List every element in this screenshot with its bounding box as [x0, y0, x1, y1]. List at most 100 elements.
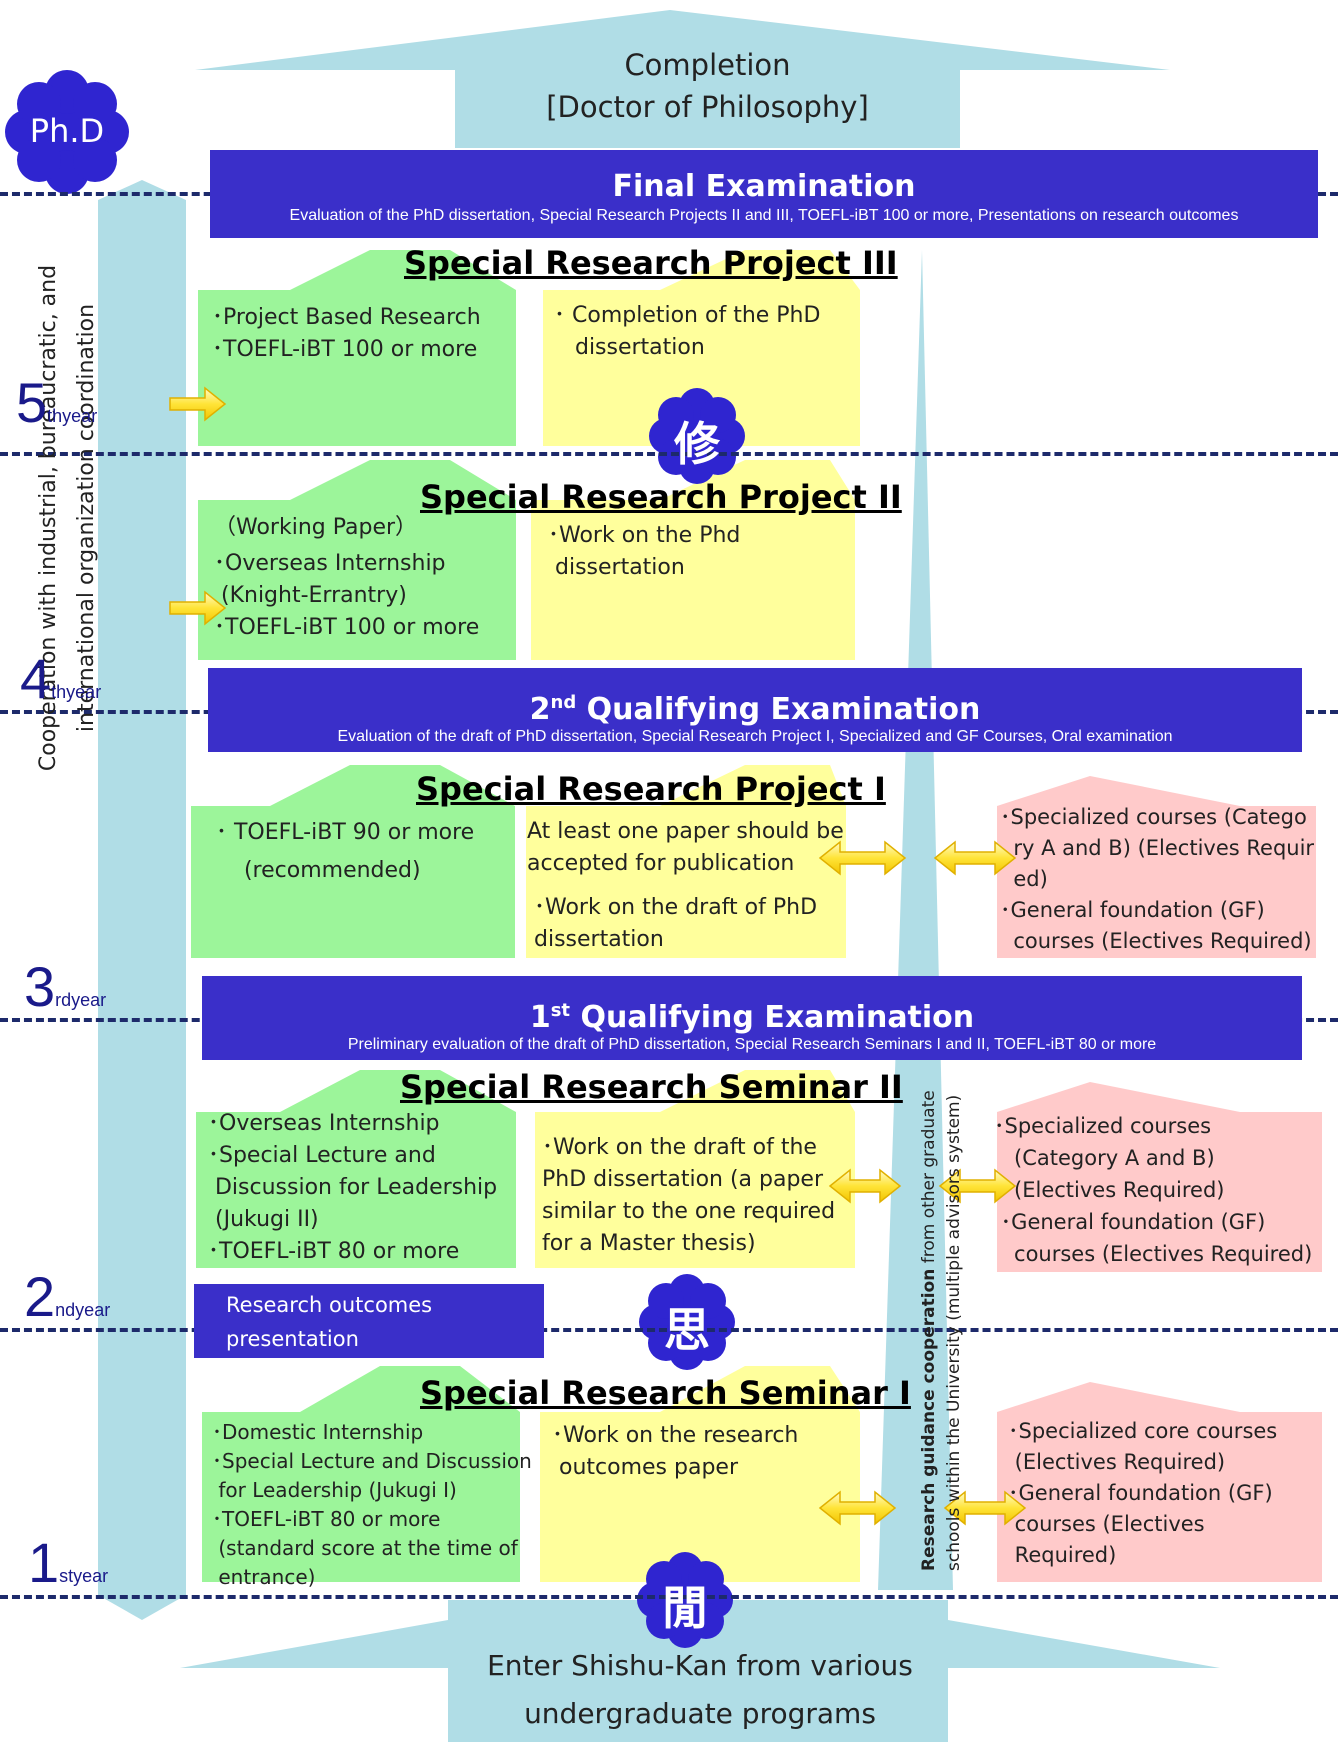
list-item: ･Work on the draft of the	[542, 1135, 817, 1160]
list-item: ･Domestic Internship	[212, 1420, 424, 1444]
enter-arrow	[180, 1600, 1220, 1742]
list-item: (Jukugi II)	[208, 1207, 319, 1232]
yellow-arrow-s1-right	[943, 1490, 1027, 1526]
list-item: ･Overseas Internship	[208, 1111, 440, 1136]
title-rest: Qualifying Examination	[570, 1000, 975, 1035]
list-item: dissertation	[548, 555, 685, 580]
p2-green-text: （Working Paper） ･Overseas Internship (Kn…	[214, 512, 479, 644]
list-item: ed)	[1000, 867, 1048, 891]
year-number: 2	[24, 1265, 56, 1328]
list-item: ･Work on the Phd	[548, 523, 741, 548]
year-suffix: styear	[59, 1566, 109, 1586]
left-vertical-line2: international organization coordination	[74, 303, 99, 733]
right-vertical-line2: schools within the University (multiple …	[944, 1094, 964, 1571]
s2-yellow-box	[535, 1070, 855, 1268]
yellow-arrow-5th	[169, 386, 227, 422]
list-item: ･Project Based Research	[212, 305, 481, 330]
p1-pink-text: ･Specialized courses (Catego ry A and B)…	[1000, 802, 1314, 957]
research-outcomes-line1: Research outcomes	[226, 1293, 433, 1317]
p2-title: Special Research Project II	[420, 478, 902, 516]
enter-line2: undergraduate programs	[524, 1697, 876, 1730]
yellow-arrow-4th	[169, 590, 227, 626]
s2-title: Special Research Seminar II	[400, 1068, 903, 1106]
p1-pink-box	[997, 776, 1316, 958]
left-cooperation-arrow	[98, 180, 186, 1620]
completion-line1: Completion	[624, 48, 791, 82]
list-item: （Working Paper）	[214, 515, 418, 540]
kanji-1: 修	[674, 417, 720, 471]
p1-title: Special Research Project I	[416, 770, 886, 808]
second-qualifying-sub: Evaluation of the draft of PhD dissertat…	[337, 728, 1173, 745]
list-item: for Leadership (Jukugi I)	[212, 1478, 457, 1502]
kanji-flower-1	[649, 388, 745, 484]
p1-green-text: ･ TOEFL-iBT 90 or more (recommended)	[216, 814, 474, 890]
list-item: ･Specialized core courses	[1008, 1419, 1278, 1443]
completion-line2: [Doctor of Philosophy]	[546, 90, 869, 124]
year-label-4: 4thyear	[20, 646, 101, 711]
list-item: ･General foundation (GF)	[1008, 1481, 1273, 1505]
year-number: 5	[16, 371, 48, 434]
list-item: (Electives Required)	[994, 1178, 1225, 1202]
list-item: similar to the one required	[542, 1199, 836, 1224]
list-item: ･Specialized courses (Catego	[1000, 805, 1307, 829]
list-item: (Knight-Errantry)	[214, 583, 407, 608]
list-item: ･Overseas Internship	[214, 551, 446, 576]
list-item: Required)	[1008, 1543, 1117, 1567]
list-item: ry A and B) (Electives Requir	[1000, 836, 1315, 860]
kanji-flower-3	[637, 1552, 733, 1648]
p1-green-box	[191, 765, 515, 958]
list-item: ･General foundation (GF)	[994, 1210, 1266, 1234]
year-suffix: rdyear	[55, 990, 107, 1010]
list-item: ･TOEFL-iBT 80 or more	[212, 1507, 441, 1531]
list-item: ･TOEFL-iBT 80 or more	[208, 1239, 460, 1264]
p3-yellow-text: ･ Completion of the PhD dissertation	[554, 300, 820, 364]
year-number: 1	[28, 1531, 60, 1594]
left-vertical-line1: Cooperation with industrial, bureaucrati…	[36, 264, 61, 772]
title-number: 1	[529, 1000, 551, 1035]
research-outcomes-line2: presentation	[226, 1327, 359, 1351]
list-item: for a Master thesis)	[542, 1231, 756, 1256]
first-qualifying-sub: Preliminary evaluation of the draft of P…	[347, 1036, 1157, 1053]
p2-green-box	[198, 460, 516, 660]
list-item: (standard score at the time of	[212, 1536, 518, 1560]
enter-text: Enter Shishu-Kan from various undergradu…	[440, 1642, 960, 1738]
s2-green-box	[196, 1070, 516, 1268]
year-suffix: ndyear	[55, 1300, 111, 1320]
final-examination-title: Final Examination	[612, 169, 916, 204]
final-examination-banner: Final Examination Evaluation of the PhD …	[210, 150, 1318, 238]
year-number: 4	[20, 647, 52, 710]
s1-yellow-box	[540, 1366, 860, 1582]
second-qualifying-banner: 2nd Qualifying Examination Evaluation of…	[208, 668, 1302, 752]
list-item: ･Work on the draft of PhD	[527, 895, 818, 920]
completion-text: Completion [Doctor of Philosophy]	[455, 44, 960, 128]
research-outcomes-box: Research outcomes presentation	[194, 1284, 544, 1358]
right-vertical-label: Research guidance cooperation from other…	[917, 971, 967, 1571]
s2-pink-text: ･Specialized courses (Category A and B) …	[994, 1110, 1312, 1270]
list-item: ･TOEFL-iBT 100 or more	[214, 615, 480, 640]
year-number: 3	[24, 955, 56, 1018]
p1-yellow-text: At least one paper should be accepted fo…	[527, 816, 844, 956]
list-item: At least one paper should be	[527, 819, 844, 844]
first-qualifying-banner: 1st Qualifying Examination Preliminary e…	[202, 976, 1302, 1060]
year-label-5: 5thyear	[16, 370, 97, 435]
year-label-3: 3rdyear	[24, 954, 106, 1019]
year-divider-line	[0, 1595, 1338, 1599]
s1-pink-box	[997, 1382, 1322, 1582]
list-item: (Electives Required)	[1008, 1450, 1226, 1474]
p2-yellow-text: ･Work on the Phd dissertation	[548, 520, 740, 584]
kanji-3: 閒	[662, 1581, 708, 1635]
p3-green-text: ･Project Based Research ･TOEFL-iBT 100 o…	[212, 302, 481, 366]
s1-pink-text: ･Specialized core courses (Electives Req…	[1008, 1416, 1277, 1571]
final-examination-sub: Evaluation of the PhD dissertation, Spec…	[289, 207, 1239, 224]
list-item: ･ TOEFL-iBT 90 or more	[216, 820, 475, 845]
list-item: (Category A and B)	[994, 1146, 1215, 1170]
list-item: courses (Electives	[1008, 1512, 1205, 1536]
list-item: courses (Electives Required)	[1000, 929, 1312, 953]
list-item: (recommended)	[216, 858, 421, 883]
year-divider-line	[0, 1328, 1338, 1332]
right-guidance-arrow	[878, 250, 953, 1590]
kanji-2: 思	[664, 1303, 710, 1357]
list-item: entrance)	[212, 1565, 316, 1589]
s1-title: Special Research Seminar I	[420, 1374, 911, 1412]
